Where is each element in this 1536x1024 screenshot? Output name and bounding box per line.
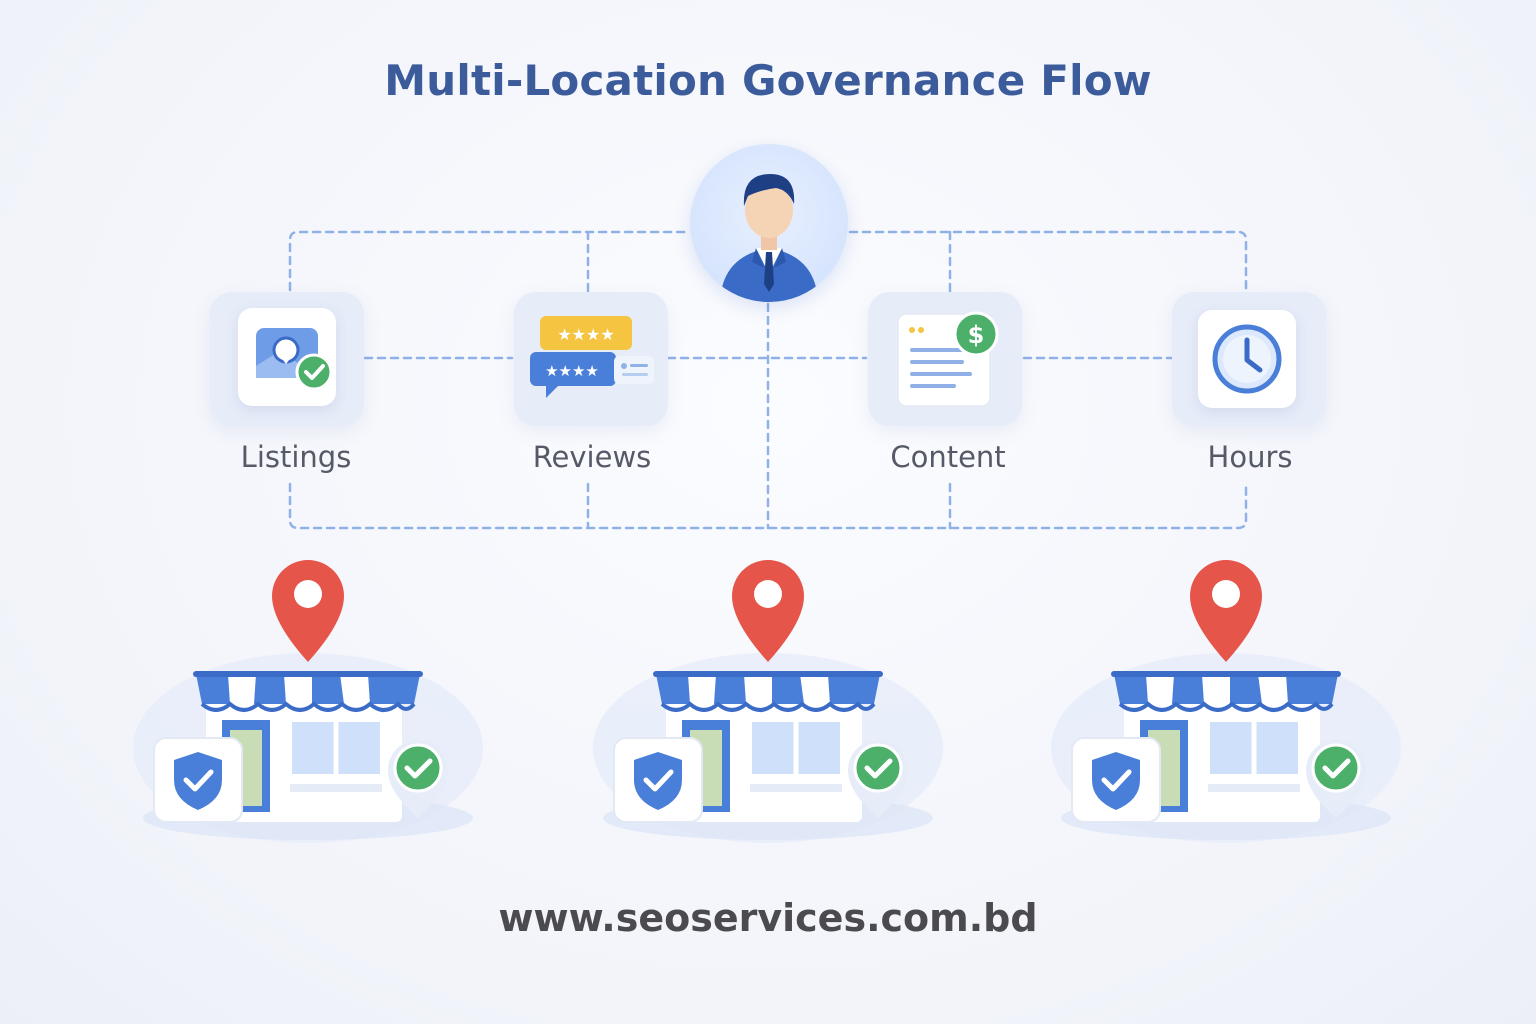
hours-label: Hours [1207,440,1293,474]
shield-check-icon [153,737,243,823]
location-pin-icon [1190,560,1262,662]
listings-tile [210,292,364,426]
location-store-3 [1036,548,1416,848]
listings-icon-card [238,308,336,406]
hours-icon-card [1198,310,1296,408]
connector-top-right [848,230,1248,294]
reviews-tile: ★★★★ ★★★★ [514,292,668,426]
storefront-icon [1051,560,1401,843]
check-badge-icon [1306,740,1366,818]
connector-top-left [288,230,690,292]
footer-url: www.seoservices.com.bd [498,896,1038,940]
svg-text:$: $ [968,321,985,349]
location-pin-icon [272,560,344,662]
location-pin-icon [732,560,804,662]
content-tile: $ [868,292,1022,426]
listings-label: Listings [240,440,352,474]
location-store-2 [578,548,958,848]
check-badge-icon [848,740,908,818]
manager-avatar-icon [720,174,818,302]
content-label: Content [890,440,1006,474]
storefront-icon [593,560,943,843]
shield-check-icon [613,737,703,823]
review-stars-icon: ★★★★ ★★★★ [530,316,654,398]
manager-avatar [690,144,848,302]
shield-check-icon [1071,737,1161,823]
svg-text:★★★★: ★★★★ [545,362,599,380]
reviews-label: Reviews [532,440,652,474]
diagram-title: Multi-Location Governance Flow [384,56,1152,105]
document-dollar-icon: $ [897,311,999,407]
svg-text:★★★★: ★★★★ [557,325,614,344]
check-badge-icon [388,740,448,818]
storefront-icon [133,560,483,843]
map-pin-check-icon [256,328,333,391]
clock-icon [1212,324,1282,394]
connector-bottom [288,482,1248,530]
location-store-1 [118,548,498,848]
hours-tile [1172,292,1326,426]
